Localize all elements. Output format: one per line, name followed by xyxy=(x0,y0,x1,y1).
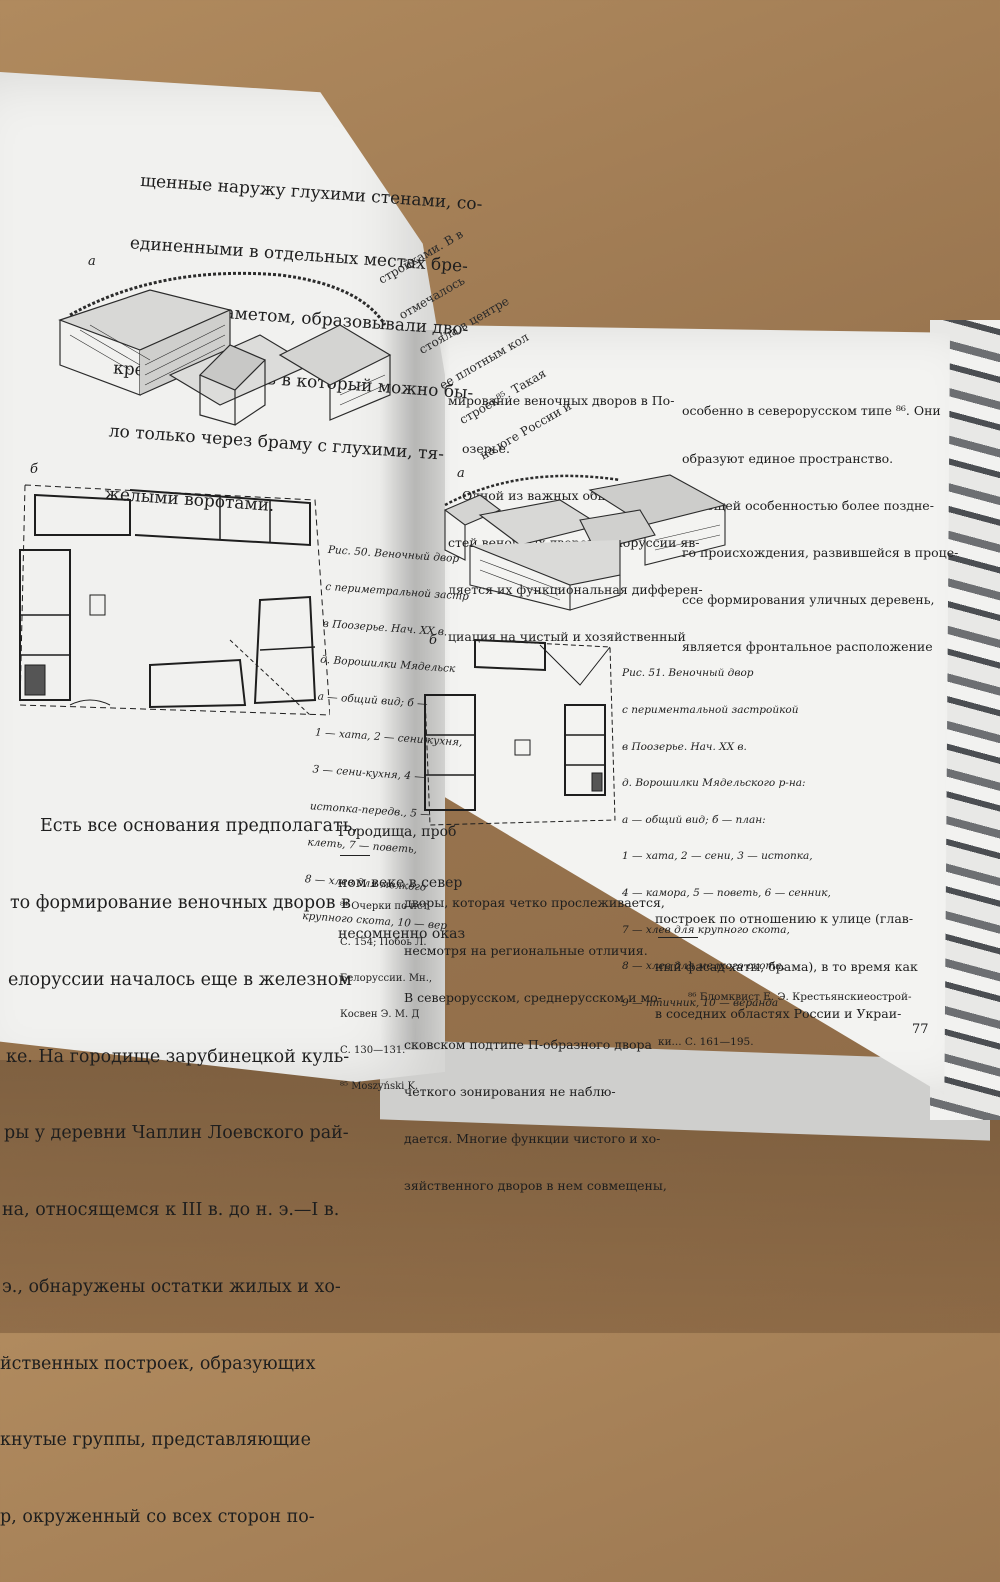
fig51-caption: Рис. 51. Веночный двор с периментальной … xyxy=(622,643,831,1034)
text-line: ры у деревни Чаплин Лоевского рай- xyxy=(4,1123,349,1144)
fig51-plan xyxy=(424,638,616,826)
footnote-line: ⁸⁵ Moszyński K. xyxy=(340,1081,419,1092)
left-mid-fragment: Городища, проб ном веке в север несомнен… xyxy=(338,790,465,977)
fig51-a-label: а xyxy=(457,466,465,481)
text-line: несомненно оказ xyxy=(338,926,466,942)
text-line: дворы, которая четко прослеживается, xyxy=(404,895,665,911)
footnote-line: ⁸⁴ Очерки по ист xyxy=(340,901,429,912)
text-line: йственных построек, образующих xyxy=(0,1353,316,1374)
text-line: сковском подтипе П-образного двора xyxy=(404,1036,652,1052)
right-col1-bottom: дворы, которая четко прослеживается, нес… xyxy=(404,864,667,1225)
photo-scene: щенные наружу глухими стенами, со- едине… xyxy=(0,72,1000,1527)
text-line: несмотря на региональные отличия. xyxy=(404,942,648,958)
fig50-a-label: а xyxy=(88,254,96,269)
fig51-sketch xyxy=(443,474,727,611)
left-footnotes: ⁸⁴ Очерки по ист С. 154; Побоь Л. Белору… xyxy=(340,877,432,1117)
text-line: является фронтальное расположение xyxy=(682,638,933,654)
text-line: Есть все основания предполагать, xyxy=(40,816,358,837)
fig51-b-label: б xyxy=(429,633,437,648)
footnote-rule xyxy=(340,855,370,856)
footnote-rule xyxy=(658,937,698,938)
caption-line: с периментальной застройкой xyxy=(622,704,799,717)
text-line: ссе формирования уличных деревень, xyxy=(682,591,935,607)
text-line: особенно в северорусском типе ⁸⁶. Они xyxy=(682,403,941,419)
book-gutter xyxy=(380,330,450,1050)
text-line: образуют единое пространство. xyxy=(682,450,894,466)
caption-line: д. Ворошилки Мядельского р-на: xyxy=(622,777,806,790)
text-line: э., обнаружены остатки жилых и хо- xyxy=(2,1276,341,1297)
text-line: Общей особенностью более поздне- xyxy=(696,497,934,513)
left-page xyxy=(0,72,445,1082)
text-line: циация на чистый и хозяйственный xyxy=(448,628,686,644)
fig50-plan xyxy=(19,484,330,716)
caption-line: 1 — хата, 2 — сени, 3 — истопка, xyxy=(622,850,813,863)
text-line: озерье. xyxy=(462,440,510,456)
text-line: то формирование веночных дворов в xyxy=(10,892,351,913)
text-line: в соседних областях России и Украи- xyxy=(655,1005,902,1021)
text-line: ляется их функциональная дифферен- xyxy=(448,581,703,597)
caption-line: в Поозерье. Нач. XX в. xyxy=(622,740,747,753)
text-line: дается. Многие функции чистого и хо- xyxy=(404,1130,661,1146)
text-line: ке. На городище зарубинецкой куль- xyxy=(6,1046,350,1067)
caption-line: 4 — камора, 5 — поветь, 6 — сенник, xyxy=(622,887,831,900)
text-line: кнутые группы, представляющие xyxy=(0,1430,311,1451)
caption-line: 8 — хлев для мелкого скота, xyxy=(622,960,785,973)
right-footnote: ⁸⁶ Бломквист Е. Э. Крестьянскиеострой- к… xyxy=(658,960,912,1080)
footnote-line: Косвен Э. М. Д xyxy=(340,1009,420,1020)
fig50-sketch xyxy=(58,271,392,426)
text-line: построек по отношению к улице (глав- xyxy=(655,911,914,927)
caption-line: Рис. 51. Веночный двор xyxy=(622,667,754,680)
left-bottom-text: Есть все основания предполагать, то форм… xyxy=(0,763,358,1582)
text-line: мирование веночных дворов в По- xyxy=(448,393,675,409)
footnote-line: С. 154; Побоь Л. xyxy=(340,937,427,948)
right-col2-bottom: построек по отношению к улице (глав- ный… xyxy=(655,880,918,1053)
caption-line: 9 — птичник, 10 — веранда xyxy=(622,996,779,1009)
caption-line: а — общий вид; б — план: xyxy=(622,813,766,826)
footnote-line: С. 130—131. xyxy=(340,1045,406,1056)
fig50-b-label: б xyxy=(30,462,38,477)
text-line: на, относящемся к III в. до н. э.—I в. xyxy=(2,1200,340,1221)
text-line: ный фасад хаты, брама), в то время как xyxy=(655,958,918,974)
text-line: зяйственного дворов в нем совмещены, xyxy=(404,1178,667,1194)
footnote-line: Белоруссии. Мн., xyxy=(340,973,433,984)
text-line: Городища, проб xyxy=(338,824,457,840)
text-line: четкого зонирования не наблю- xyxy=(404,1083,616,1099)
page-number: 77 xyxy=(912,1022,929,1037)
text-line: ном веке в север xyxy=(338,875,463,891)
footnote-line: ки... С. 161—195. xyxy=(658,1036,754,1048)
right-col2-top: особенно в северорусском типе ⁸⁶. Они об… xyxy=(682,372,958,686)
text-line: елоруссии началось еще в железном xyxy=(8,969,352,990)
text-line: го происхождения, развившейся в проце- xyxy=(682,544,959,560)
caption-line: 7 — хлев для крупного скота, xyxy=(622,923,790,936)
text-line: щенные наружу глухими стенами, со- xyxy=(139,170,484,215)
text-line: В северорусском, среднерусском и мо- xyxy=(404,989,662,1005)
text-line: р, окруженный со всех сторон по- xyxy=(0,1507,315,1528)
footnote-line: ⁸⁶ Бломквист Е. Э. Крестьянскиеострой- xyxy=(688,991,912,1003)
